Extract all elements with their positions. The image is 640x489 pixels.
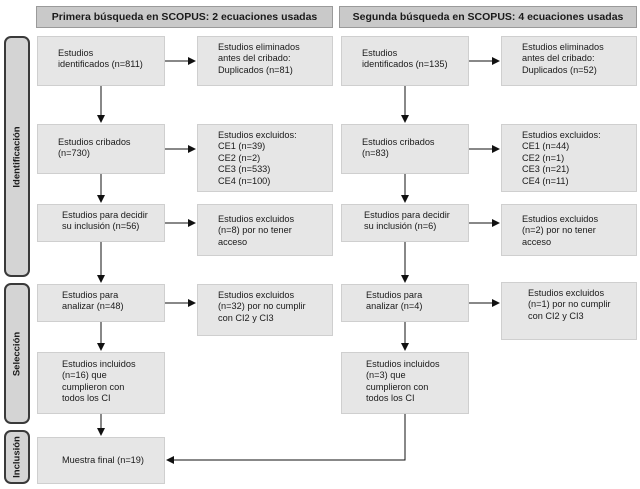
left-included-box: Estudios incluidos (n=16) que cumplieron… (37, 352, 165, 414)
left-analyze-box: Estudios para analizar (n=48) (37, 284, 165, 322)
left-excluded-ci-box: Estudios excluidos (n=32) por no cumplir… (197, 284, 333, 336)
left-screened-box: Estudios cribados (n=730) (37, 124, 165, 174)
phase-inclusion: Inclusión (4, 430, 30, 484)
right-identified-box: Estudios identificados (n=135) (341, 36, 469, 86)
left-excluded-box: Estudios excluidos: CE1 (n=39) CE2 (n=2)… (197, 124, 333, 192)
phase-selection: Selección (4, 283, 30, 424)
right-removed-box: Estudios eliminados antes del cribado: D… (501, 36, 637, 86)
phase-identification: Identificación (4, 36, 30, 277)
arrow-right-included-to-final (166, 414, 406, 464)
left-identified-box: Estudios identificados (n=811) (37, 36, 165, 86)
header-second-search: Segunda búsqueda en SCOPUS: 4 ecuaciones… (339, 6, 637, 28)
right-analyze-box: Estudios para analizar (n=4) (341, 284, 469, 322)
right-excluded-box: Estudios excluidos: CE1 (n=44) CE2 (n=1)… (501, 124, 637, 192)
right-included-box: Estudios incluidos (n=3) que cumplieron … (341, 352, 469, 414)
left-removed-box: Estudios eliminados antes del cribado: D… (197, 36, 333, 86)
right-screened-box: Estudios cribados (n=83) (341, 124, 469, 174)
left-decide-box: Estudios para decidir su inclusión (n=56… (37, 204, 165, 242)
header-first-search: Primera búsqueda en SCOPUS: 2 ecuaciones… (36, 6, 333, 28)
final-sample-box: Muestra final (n=19) (37, 437, 165, 484)
right-excluded-ci-box: Estudios excluidos (n=1) por no cumplir … (501, 282, 637, 340)
left-no-access-box: Estudios excluidos (n=8) por no tener ac… (197, 204, 333, 256)
right-no-access-box: Estudios excluidos (n=2) por no tener ac… (501, 204, 637, 256)
right-decide-box: Estudios para decidir su inclusión (n=6) (341, 204, 469, 242)
